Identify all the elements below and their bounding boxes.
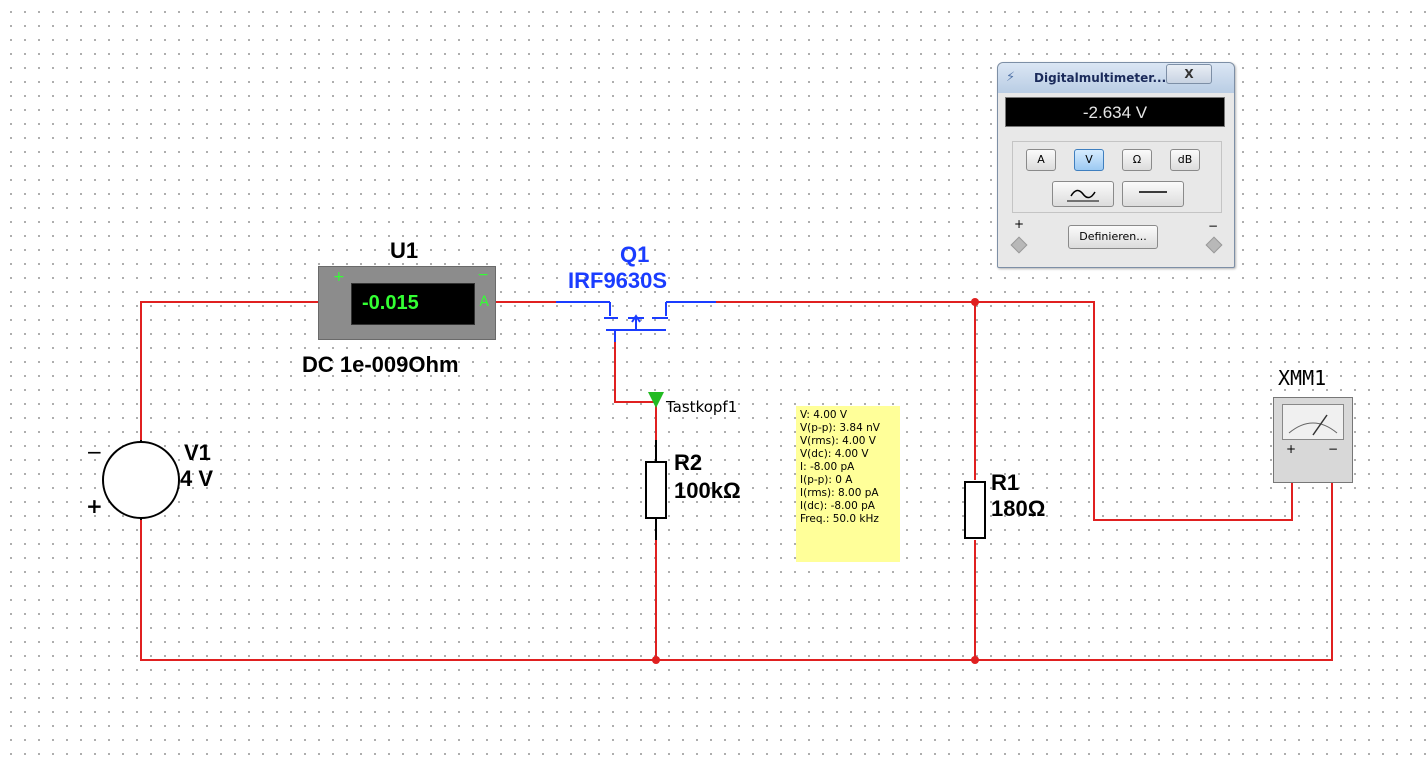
mode-volt-button[interactable]: V: [1074, 149, 1104, 171]
wire-v1-to-u1[interactable]: [140, 301, 318, 440]
define-button[interactable]: Definieren...: [1068, 225, 1158, 249]
probe-readout-line: V: 4.00 V: [800, 409, 848, 421]
mode-ampere-button[interactable]: A: [1026, 149, 1056, 171]
ammeter-unit: A: [479, 294, 489, 310]
multimeter-xmm1-symbol[interactable]: + −: [1273, 397, 1353, 483]
r2-ref-label: R2: [674, 450, 703, 475]
source-plus-label: +: [86, 494, 103, 518]
dmm-plus-terminal[interactable]: [1010, 236, 1028, 254]
ammeter-display: -0.015: [351, 283, 475, 325]
probe-readout-line: I(p-p): 0 A: [800, 474, 853, 486]
resistor-r1-symbol[interactable]: [964, 481, 986, 539]
dmm-minus-label: −: [1208, 219, 1219, 233]
probe-readout-tooltip: V: 4.00 V V(p-p): 3.84 nV V(rms): 4.00 V…: [796, 406, 900, 562]
mosfet-ref-label: Q1: [620, 242, 650, 267]
dmm-control-panel: [1012, 141, 1222, 213]
dmm-reading: -2.634 V: [1082, 103, 1148, 122]
junction-dot: [652, 656, 660, 664]
probe-readout-line: V(dc): 4.00 V: [800, 448, 869, 460]
probe-readout-line: I(dc): -8.00 pA: [800, 500, 875, 512]
mode-ohm-button[interactable]: Ω: [1122, 149, 1152, 171]
ammeter-ref-label: U1: [390, 238, 419, 263]
probe-readout-line: V(rms): 4.00 V: [800, 435, 876, 447]
ac-mode-button[interactable]: [1052, 181, 1114, 207]
voltage-source-symbol[interactable]: [102, 440, 180, 520]
probe-readout-line: V(p-p): 3.84 nV: [800, 422, 880, 434]
dmm-title: Digitalmultimeter...: [1034, 71, 1167, 85]
junction-dot: [971, 656, 979, 664]
meter-face: [1282, 404, 1344, 440]
dc-mode-button[interactable]: [1122, 181, 1184, 207]
source-minus-label: −: [86, 440, 103, 464]
dmm-minus-terminal[interactable]: [1205, 236, 1223, 254]
dmm-plus-label: +: [1014, 217, 1025, 231]
dc-line-icon: [1139, 191, 1167, 193]
mode-db-button[interactable]: dB: [1170, 149, 1200, 171]
dmm-readout: -2.634 V: [1005, 97, 1225, 127]
ammeter-plus-label: +: [333, 269, 345, 285]
xmm-ref-label: XMM1: [1278, 366, 1327, 390]
close-button[interactable]: X: [1166, 64, 1212, 84]
sine-wave-icon: [1067, 189, 1099, 202]
probe-readout-line: Freq.: 50.0 kHz: [800, 513, 879, 525]
wire-ground-return[interactable]: [140, 470, 1333, 661]
dmm-window[interactable]: ⚡ Digitalmultimeter... X -2.634 V A V Ω …: [997, 62, 1235, 268]
r2-value-label: 100kΩ: [674, 478, 741, 503]
dmm-titlebar[interactable]: ⚡ Digitalmultimeter... X: [998, 63, 1234, 93]
probe-readout-line: I: -8.00 pA: [800, 461, 855, 473]
ammeter-subtitle: DC 1e-009Ohm: [302, 352, 459, 377]
probe-readout-line: I(rms): 8.00 pA: [800, 487, 879, 499]
wire-q1-to-xmm-plus[interactable]: [716, 301, 1293, 521]
wires[interactable]: [140, 301, 1333, 661]
gauge-needle-icon: [1288, 414, 1338, 436]
multimeter-app-icon: ⚡: [1006, 70, 1016, 85]
junction-dot: [971, 298, 979, 306]
mosfet-part-label: IRF9630S: [568, 268, 668, 293]
r1-value-label: 180Ω: [991, 496, 1046, 521]
xmm-plus-label: +: [1286, 442, 1297, 456]
source-ref-label: V1: [184, 440, 211, 465]
wire-q1-to-r2[interactable]: [614, 342, 657, 460]
probe-name-label: Tastkopf1: [666, 398, 738, 416]
ammeter-u1[interactable]: + − -0.015 A: [318, 266, 496, 340]
xmm-minus-label: −: [1328, 442, 1339, 456]
resistor-r2-symbol[interactable]: [645, 440, 667, 540]
source-value-label: 4 V: [180, 466, 214, 491]
ammeter-minus-label: −: [477, 267, 489, 283]
r1-ref-label: R1: [991, 470, 1020, 495]
ammeter-reading: -0.015: [362, 292, 419, 314]
mosfet-symbol[interactable]: [556, 301, 716, 342]
probe-marker-icon[interactable]: [648, 392, 664, 408]
